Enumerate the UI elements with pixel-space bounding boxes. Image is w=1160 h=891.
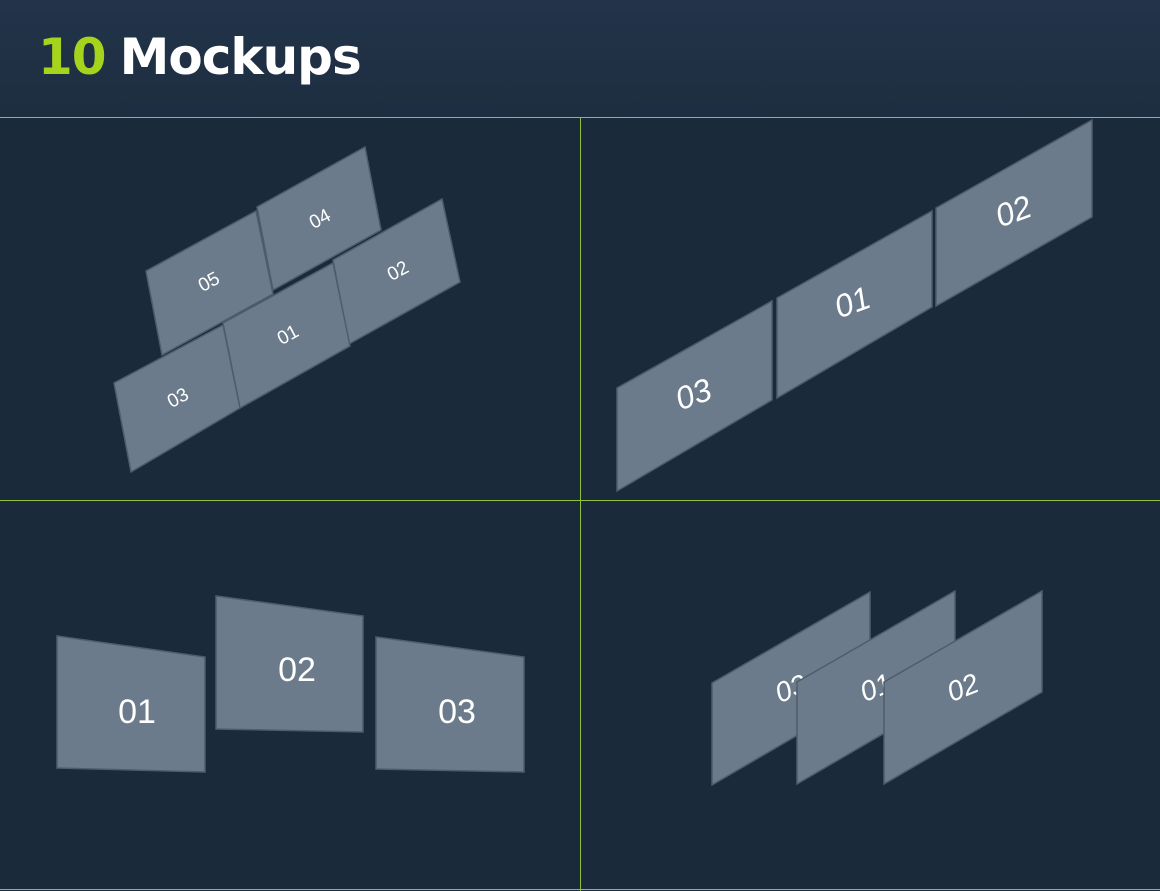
mockup-panel-2: 03 01 02 [581,118,1160,500]
mockup-panel-4: 03 01 02 [581,501,1160,889]
card-label: 01 [118,693,156,731]
mockup-card: 01 [56,635,206,773]
card-label: 03 [438,693,476,731]
mockup-card: 02 [935,118,1093,308]
mockup-card: 01 [776,209,933,400]
mockup-card: 03 [113,323,241,474]
mockup-panel-3: 01 02 03 [0,501,580,889]
mockup-card: 04 [256,145,382,292]
mockup-card: 03 [375,636,525,773]
mockup-card: 02 [883,589,1043,786]
mockup-card: 03 [616,299,773,493]
title-number: 10 [38,28,107,86]
mockup-card: 05 [145,209,274,357]
mockup-panel-4-art: 03 01 02 [711,589,1043,787]
mockup-panel-2-art: 03 01 02 [616,118,1093,493]
divider-bottom [0,889,1160,890]
card-label: 02 [278,651,316,689]
divider-vertical [580,117,581,891]
title-word: Mockups [119,28,362,86]
mockup-panel-1: 05 04 02 01 03 [0,118,580,500]
mockup-panel-1-art: 05 04 02 01 03 [113,145,461,474]
mockup-panel-3-art: 01 02 03 [56,595,525,773]
mockup-card: 02 [215,595,364,733]
